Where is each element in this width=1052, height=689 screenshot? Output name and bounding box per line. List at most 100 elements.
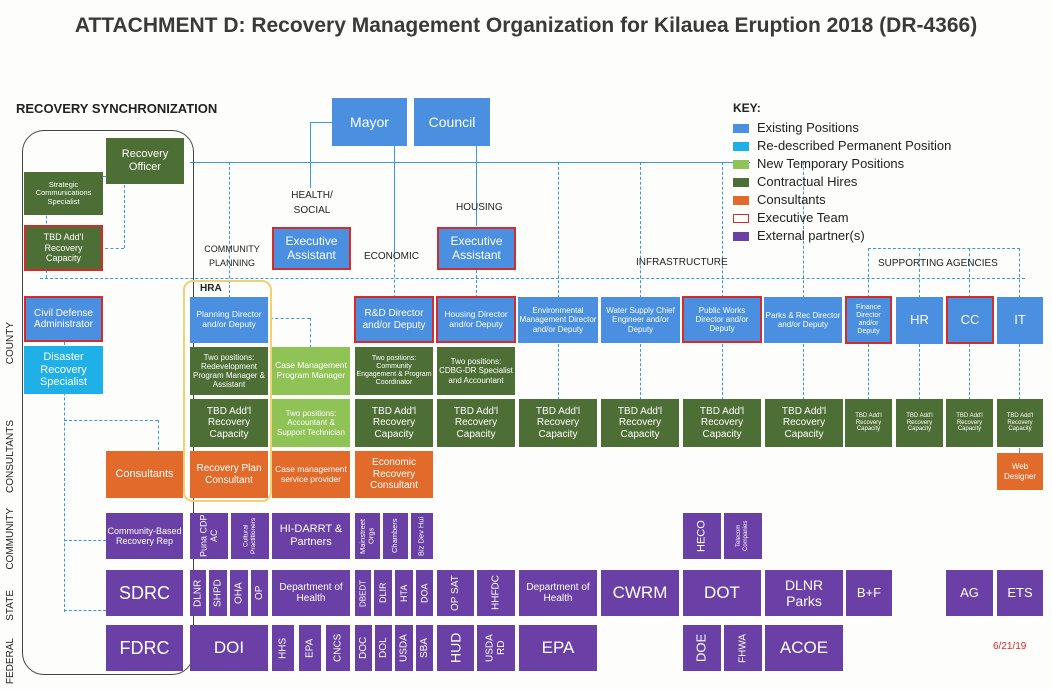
bf-box[interactable]: B+F xyxy=(846,570,892,616)
hr-box[interactable]: HR xyxy=(896,297,943,344)
doc-box[interactable]: DOC xyxy=(355,625,372,671)
key-item-external: External partner(s) xyxy=(757,228,865,243)
tbd-hr-box[interactable]: TBD Add'l Recovery Capacity xyxy=(896,399,943,447)
hud-box[interactable]: HUD xyxy=(437,625,474,671)
hta-box[interactable]: HTA xyxy=(395,570,413,616)
recovery-plan-consultant-box[interactable]: Recovery Plan Consultant xyxy=(190,451,268,498)
hhfdc-box[interactable]: HHFDC xyxy=(477,570,515,616)
dlnr-box[interactable]: DLNR xyxy=(190,570,206,616)
heco-box[interactable]: HECO xyxy=(683,513,721,559)
dol-box[interactable]: DOL xyxy=(375,625,392,671)
council-box[interactable]: Council xyxy=(414,98,490,146)
sba-box[interactable]: SBA xyxy=(416,625,433,671)
doi-box[interactable]: DOI xyxy=(190,625,268,671)
fdrc-box[interactable]: FDRC xyxy=(106,625,183,671)
telecom-box[interactable]: Telecom Companies xyxy=(724,513,762,559)
tbd-planning-box[interactable]: TBD Add'l Recovery Capacity xyxy=(190,399,268,447)
water-supply-box[interactable]: Water Supply Chief Engineer and/or Deput… xyxy=(601,297,680,343)
key-item-contractual: Contractual Hires xyxy=(757,174,858,189)
strategic-comms-box[interactable]: Strategic Communications Specialist xyxy=(24,172,103,215)
doe-box[interactable]: DOE xyxy=(683,625,721,671)
mainstreet-box[interactable]: Mainstreet Orgs xyxy=(355,513,380,559)
housing-director-box[interactable]: Housing Director and/or Deputy xyxy=(436,296,516,343)
puna-cdp-box[interactable]: Puna CDP AC xyxy=(190,513,228,559)
ets-box[interactable]: ETS xyxy=(997,570,1043,616)
case-two-positions-box[interactable]: Two positions: Accountant & Support Tech… xyxy=(272,399,350,447)
op-sat-box[interactable]: OP SAT xyxy=(437,570,474,616)
econ-recovery-consultant-box[interactable]: Economic Recovery Consultant xyxy=(355,451,433,498)
tbd-sync-box[interactable]: TBD Add'l Recovery Capacity xyxy=(24,225,103,271)
tbd-economic-box[interactable]: TBD Add'l Recovery Capacity xyxy=(355,399,433,447)
finance-director-box[interactable]: Finance Director and/or Deputy xyxy=(845,296,892,344)
epa-box-2[interactable]: EPA xyxy=(519,625,597,671)
usda-rd-box[interactable]: USDA RD xyxy=(477,625,515,671)
case-mgmt-manager-box[interactable]: Case Management Program Manager xyxy=(272,347,350,395)
cncs-box[interactable]: CNCS xyxy=(326,625,350,671)
disaster-recovery-box[interactable]: Disaster Recovery Specialist xyxy=(24,346,103,394)
community-planning-text: COMMUNITY PLANNING xyxy=(204,244,260,268)
public-works-box[interactable]: Public Works Director and/or Deputy xyxy=(682,296,762,343)
civil-defense-box[interactable]: Civil Defense Administrator xyxy=(24,296,103,342)
row-label-consultants: CONSULTANTS xyxy=(5,420,16,493)
exec-asst-health-box[interactable]: Executive Assistant xyxy=(272,227,351,270)
date-stamp: 6/21/19 xyxy=(993,641,1027,652)
op-box[interactable]: OP xyxy=(251,570,268,616)
it-box[interactable]: IT xyxy=(997,297,1043,344)
shpd-box[interactable]: SHPD xyxy=(209,570,227,616)
tbd-finance-box[interactable]: TBD Add'l Recovery Capacity xyxy=(845,399,892,447)
planning-two-positions-box[interactable]: Two positions: Redevelopment Program Man… xyxy=(190,347,268,395)
acoe-box[interactable]: ACOE xyxy=(765,625,843,671)
health-social-text: HEALTH/ SOCIAL xyxy=(291,190,333,216)
tbd-housing-box[interactable]: TBD Add'l Recovery Capacity xyxy=(437,399,515,447)
dlnr-parks-box[interactable]: DLNR Parks xyxy=(765,570,843,616)
mayor-box[interactable]: Mayor xyxy=(332,98,407,146)
housing-two-positions-box[interactable]: Two positions: CDBG-DR Specialist and Ac… xyxy=(437,347,515,395)
planning-director-box[interactable]: Planning Director and/or Deputy xyxy=(190,297,268,343)
biz-dev-hui-box[interactable]: Biz Dev Hui xyxy=(411,513,433,559)
hra-frame xyxy=(183,280,272,502)
env-director-box[interactable]: Environmental Management Director and/or… xyxy=(518,297,598,343)
tbd-cc-box[interactable]: TBD Add'l Recovery Capacity xyxy=(946,399,993,447)
dbedt-box[interactable]: DBEDT xyxy=(355,570,371,616)
tbd-water-box[interactable]: TBD Add'l Recovery Capacity xyxy=(601,399,679,447)
key-item-consultants: Consultants xyxy=(757,192,826,207)
key-swatch-consultants xyxy=(733,196,749,205)
web-designer-box[interactable]: Web Designer xyxy=(997,453,1043,490)
ag-box[interactable]: AG xyxy=(946,570,993,616)
exec-asst-housing-box[interactable]: Executive Assistant xyxy=(437,227,516,270)
usda-box[interactable]: USDA xyxy=(395,625,413,671)
oha-box[interactable]: OHA xyxy=(230,570,248,616)
rd-director-box[interactable]: R&D Director and/or Deputy xyxy=(354,296,434,343)
row-label-community: COMMUNITY xyxy=(5,508,16,570)
tbd-publicworks-box[interactable]: TBD Add'l Recovery Capacity xyxy=(683,399,761,447)
dot-box[interactable]: DOT xyxy=(683,570,761,616)
recovery-officer-box[interactable]: Recovery Officer xyxy=(106,138,184,184)
doa-box[interactable]: DOA xyxy=(416,570,433,616)
consultants-box[interactable]: Consultants xyxy=(106,451,183,498)
cc-box[interactable]: CC xyxy=(946,296,994,344)
doh-box-2[interactable]: Department of Health xyxy=(519,570,597,616)
key-item-executive: Executive Team xyxy=(757,210,849,225)
epa-box-1[interactable]: EPA xyxy=(299,625,321,671)
cwrm-box[interactable]: CWRM xyxy=(601,570,679,616)
tbd-it-box[interactable]: TBD Add'l Recovery Capacity xyxy=(997,399,1043,447)
parks-rec-box[interactable]: Parks & Rec Director and/or Deputy xyxy=(764,297,842,343)
doh-box-1[interactable]: Department of Health xyxy=(272,570,350,616)
fhwa-box[interactable]: FHWA xyxy=(724,625,762,671)
case-service-provider-box[interactable]: Case management service provider xyxy=(272,451,350,498)
tbd-parks-box[interactable]: TBD Add'l Recovery Capacity xyxy=(765,399,843,447)
key-swatch-existing xyxy=(733,124,749,133)
economic-label: ECONOMIC xyxy=(364,251,419,262)
key-item-redescribed: Re-described Permanent Position xyxy=(757,138,952,153)
dlir-box[interactable]: DLIR xyxy=(374,570,392,616)
key-swatch-external xyxy=(733,232,749,241)
tbd-env-box[interactable]: TBD Add'l Recovery Capacity xyxy=(519,399,597,447)
cultural-practitioners-box[interactable]: Cultural Practitioners xyxy=(231,513,269,559)
community-rep-box[interactable]: Community-Based Recovery Rep xyxy=(106,513,183,559)
recovery-sync-label: RECOVERY SYNCHRONIZATION xyxy=(16,101,218,116)
hi-darrt-box[interactable]: HI-DARRT & Partners xyxy=(272,513,350,559)
econ-two-positions-box[interactable]: Two positions: Community Engagement & Pr… xyxy=(355,347,433,395)
chambers-box[interactable]: Chambers xyxy=(383,513,408,559)
hhs-box[interactable]: HHS xyxy=(272,625,294,671)
sdrc-box[interactable]: SDRC xyxy=(106,570,183,616)
